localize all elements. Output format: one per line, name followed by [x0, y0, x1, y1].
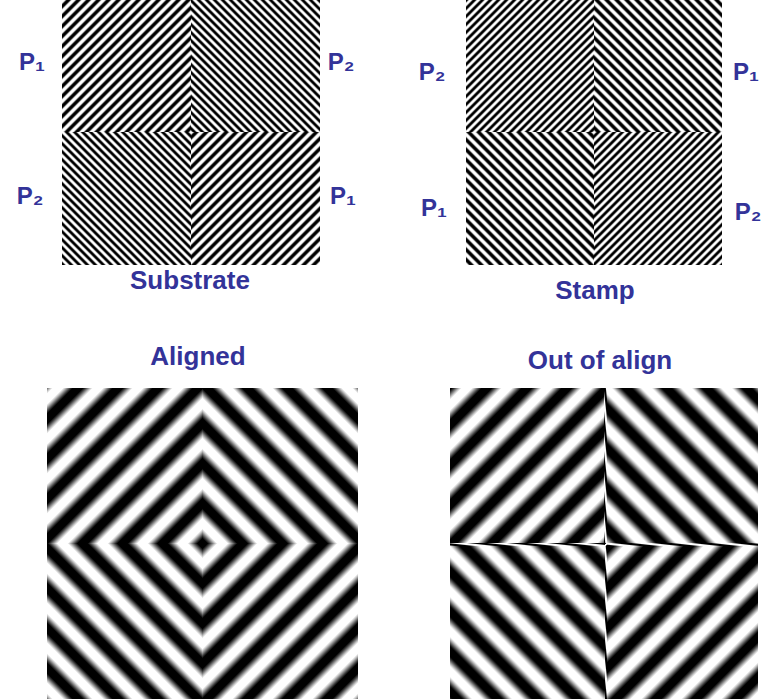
pitch-label: P₂ — [419, 60, 446, 84]
misaligned-moire — [450, 388, 758, 699]
pitch-label: P₂ — [735, 200, 762, 224]
panel-title: Stamp — [555, 277, 634, 303]
substrate-grating — [62, 0, 320, 265]
pitch-label: P₁ — [733, 60, 759, 84]
pitch-label: P₂ — [328, 50, 355, 74]
panel-title: Aligned — [150, 343, 245, 369]
pitch-label: P₁ — [330, 184, 356, 208]
panel-title: Substrate — [130, 267, 250, 293]
panel-title: Out of align — [528, 347, 672, 373]
stamp-grating — [466, 0, 722, 265]
pitch-label: P₁ — [421, 196, 447, 220]
aligned-moire — [47, 388, 358, 699]
pitch-label: P₂ — [17, 184, 44, 208]
pitch-label: P₁ — [19, 50, 45, 74]
